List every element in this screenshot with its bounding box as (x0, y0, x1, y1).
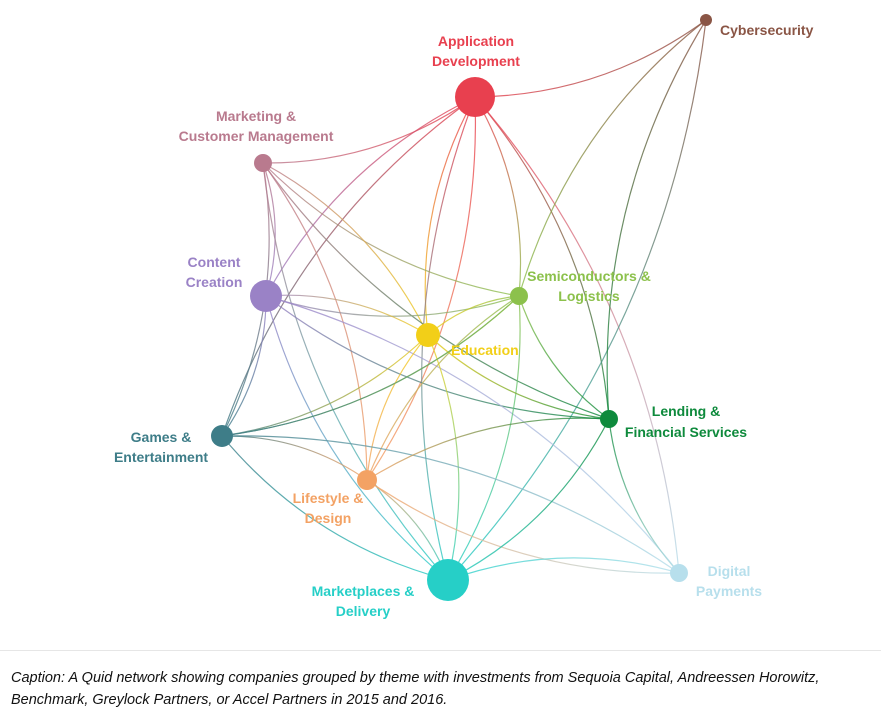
node-cyber (700, 14, 712, 26)
edge-cyber-semis (518, 19, 707, 297)
node-semis (510, 287, 528, 305)
edge-semis-lending (518, 295, 610, 420)
edge-app-education (424, 96, 476, 336)
edge-marketing-semis (262, 162, 520, 297)
node-marketing (254, 154, 272, 172)
edge-education-lending (427, 334, 610, 420)
node-label-lifestyle: Lifestyle & Design (293, 490, 364, 526)
edge-content-semis (265, 295, 520, 317)
edge-app-cyber (474, 19, 707, 98)
node-label-cyber: Cybersecurity (720, 22, 814, 38)
node-label-line: Financial Services (625, 424, 747, 440)
node-label-marketplaces: Marketplaces & Delivery (312, 583, 415, 619)
node-games (211, 425, 233, 447)
edge-marketing-education (262, 162, 429, 336)
node-label-marketing: Marketing & Customer Management (179, 108, 334, 144)
edge-app-semis (474, 96, 522, 297)
node-label-lending: Lending & Financial Services (625, 403, 747, 440)
node-education (416, 323, 440, 347)
node-label-line: Games & (131, 429, 192, 445)
node-label-line: Lifestyle & (293, 490, 364, 506)
edge-semis-lifestyle (366, 295, 520, 481)
node-marketplaces (427, 559, 469, 601)
edge-content-marketplaces (265, 295, 449, 581)
node-label-line: Marketplaces & (312, 583, 415, 599)
edge-content-lending (265, 295, 610, 420)
edge-games-payments (221, 435, 680, 574)
edge-marketing-lending (262, 162, 610, 420)
edge-app-games (221, 96, 476, 437)
edge-content-payments (265, 295, 680, 574)
edge-marketplaces-lending (447, 418, 610, 581)
node-label-line: Design (305, 510, 352, 526)
node-label-line: Cybersecurity (720, 22, 814, 38)
node-lending (600, 410, 618, 428)
edge-app-payments (474, 96, 680, 574)
edge-app-lending (474, 96, 610, 420)
node-label-line: Semiconductors & (527, 268, 651, 284)
edge-app-content (265, 96, 476, 297)
node-label-line: Digital (708, 563, 751, 579)
node-payments (670, 564, 688, 582)
edge-marketing-lifestyle (262, 162, 368, 481)
edge-content-education (265, 294, 429, 336)
node-label-line: Creation (186, 274, 243, 290)
node-label-line: Development (432, 53, 520, 69)
edge-games-semis (221, 295, 520, 437)
edge-cyber-marketplaces (447, 19, 707, 581)
node-label-semis: Semiconductors & Logistics (527, 268, 651, 304)
edge-semis-marketplaces (447, 295, 521, 581)
node-label-line: Logistics (558, 288, 620, 304)
edge-lifestyle-lending (366, 417, 610, 481)
node-label-line: Entertainment (114, 449, 208, 465)
edge-marketplaces-payments (447, 557, 680, 581)
edge-education-lifestyle (366, 334, 429, 481)
edge-layer (221, 19, 707, 581)
figure-caption: Caption: A Quid network showing companie… (11, 670, 820, 708)
node-label-line: Content (188, 254, 241, 270)
node-label-education: Education (451, 342, 519, 358)
node-label-line: Education (451, 342, 519, 358)
node-label-line: Lending & (652, 403, 720, 419)
edge-education-games (221, 334, 429, 437)
edge-semis-games (221, 295, 520, 437)
edge-cyber-lending (606, 19, 707, 420)
node-label-line: Marketing & (216, 108, 296, 124)
edge-lifestyle-payments (366, 479, 680, 574)
node-layer (211, 14, 712, 601)
edge-education-marketplaces (427, 334, 460, 581)
node-content (250, 280, 282, 312)
edge-marketing-marketplaces (262, 162, 449, 581)
edge-content-games (221, 295, 267, 437)
node-label-line: Customer Management (179, 128, 334, 144)
node-app (455, 77, 495, 117)
edge-app-marketing (262, 96, 476, 164)
edge-games-marketplaces (221, 435, 449, 581)
edge-lending-payments (608, 418, 680, 574)
edge-app-lifestyle (366, 96, 477, 481)
node-label-line: Delivery (336, 603, 391, 619)
node-label-line: Application (438, 33, 514, 49)
node-lifestyle (357, 470, 377, 490)
node-label-line: Payments (696, 583, 762, 599)
node-label-games: Games & Entertainment (114, 429, 208, 465)
caption-divider (0, 650, 881, 651)
